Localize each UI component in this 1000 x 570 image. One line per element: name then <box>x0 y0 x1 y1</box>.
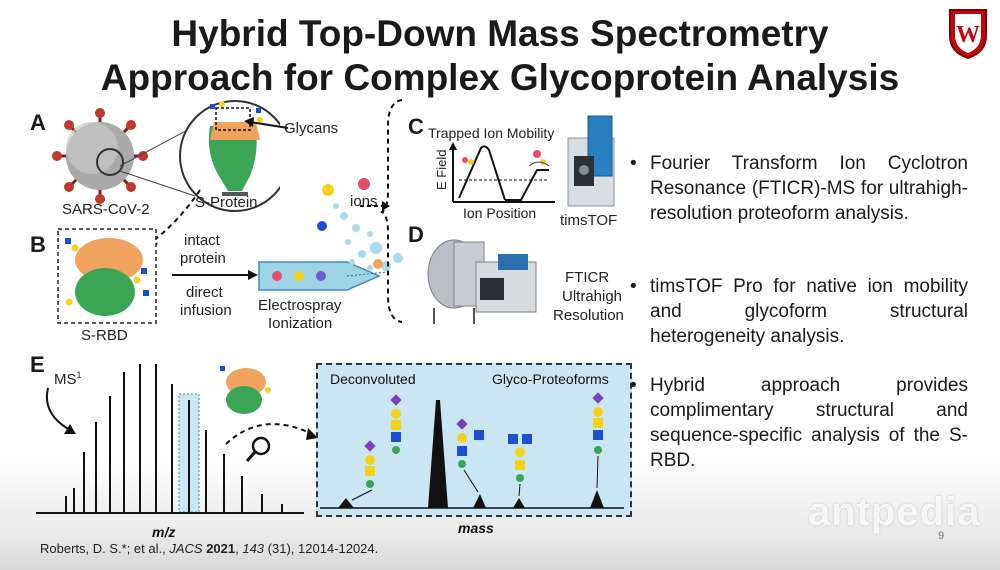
ms1-curved-arrow <box>46 387 76 434</box>
tim-field-plot <box>449 142 555 203</box>
glycans-label: Glycans <box>284 120 339 137</box>
fticr-instrument-illustration <box>427 239 537 324</box>
ms-text: MS <box>54 371 77 388</box>
intact-protein-label: protein <box>180 250 226 267</box>
logo-letter: W <box>956 22 980 48</box>
esi-label-1: Electrospray <box>258 297 342 314</box>
uw-crest-icon: W <box>949 9 987 60</box>
bullet-2-text: timsTOF Pro for native ion mobility and … <box>650 276 968 347</box>
tim-yaxis-label: E Field <box>434 149 449 190</box>
bullet-2-marker: • <box>630 276 637 297</box>
panel-a-letter: A <box>30 110 46 135</box>
slide-title-line1: Hybrid Top-Down Mass Spectrometry <box>171 13 829 54</box>
bullet-1-marker: • <box>630 153 637 174</box>
branch-dashed-bracket <box>380 99 403 323</box>
bullet-2: • timsTOF Pro for native ion mobility an… <box>630 274 968 349</box>
electrospray-needle-illustration <box>258 261 388 291</box>
citation-year: 2021 <box>206 541 236 556</box>
timstof-instrument-illustration <box>567 115 615 207</box>
direct-label: direct <box>186 284 223 301</box>
glyco-proteoforms-label: Glyco-Proteoforms <box>492 371 609 387</box>
ion-spray-illustration <box>317 178 403 271</box>
citation-journal: JACS <box>169 541 203 556</box>
rbd-small-illustration <box>220 366 271 414</box>
protein-label: S-Protein <box>195 194 258 211</box>
virus-illustration <box>52 108 148 204</box>
flow-arrow <box>172 270 258 280</box>
bullet-1: • Fourier Transform Ion Cyclotron Resona… <box>630 151 968 226</box>
deconvoluted-spectrum <box>320 392 624 509</box>
ms-superscript: 1 <box>76 370 82 380</box>
fticr-label-2: Ultrahigh <box>562 288 623 305</box>
rbd-box-illustration <box>57 228 157 324</box>
deconvoluted-label: Deconvoluted <box>330 371 416 387</box>
ms1-label: MS1 <box>54 370 82 388</box>
ms1-spectrum <box>36 364 304 514</box>
bullet-3: • Hybrid approach provides complimentary… <box>630 373 968 473</box>
glycans-arrow-icon <box>244 117 289 129</box>
mz-axis-label: m/z <box>152 524 176 540</box>
rbd-label: S-RBD <box>81 327 128 344</box>
bullet-1-text: Fourier Transform Ion Cyclotron Resonanc… <box>650 153 968 224</box>
panel-e-letter: E <box>30 352 45 377</box>
fticr-label-3: Resolution <box>553 307 624 324</box>
infusion-label: infusion <box>180 302 232 319</box>
deconvolution-dashed-arrow <box>225 423 318 445</box>
branch-arrow <box>360 201 390 211</box>
panel-d-letter: D <box>408 222 424 247</box>
tim-xaxis-label: Ion Position <box>463 205 537 221</box>
citation: Roberts, D. S.*; et al., JACS 2021, 143 … <box>40 541 379 556</box>
slide-title-line2: Approach for Complex Glycoprotein Analys… <box>100 57 900 98</box>
citation-rest: (31), 12014-12024. <box>264 541 379 556</box>
fticr-label-1: FTICR <box>565 269 610 286</box>
panel-c-letter: C <box>408 114 424 139</box>
citation-volume: 143 <box>242 541 265 556</box>
esi-label-2: Ionization <box>268 315 333 332</box>
magnifier-icon <box>245 436 271 462</box>
virus-label: SARS-CoV-2 <box>62 201 150 218</box>
timstof-label: timsTOF <box>560 212 618 229</box>
watermark-text: antpedia <box>808 490 981 534</box>
tim-heading: Trapped Ion Mobility <box>428 125 555 141</box>
citation-authors: Roberts, D. S.*; et al., <box>40 541 170 556</box>
intact-label: intact <box>184 232 220 249</box>
page-number: 9 <box>938 530 945 542</box>
mass-axis-label: mass <box>458 520 494 536</box>
bullet-3-text: Hybrid approach provides complimentary s… <box>650 375 968 471</box>
panel-b-letter: B <box>30 232 46 257</box>
bullet-3-marker: • <box>630 375 637 396</box>
